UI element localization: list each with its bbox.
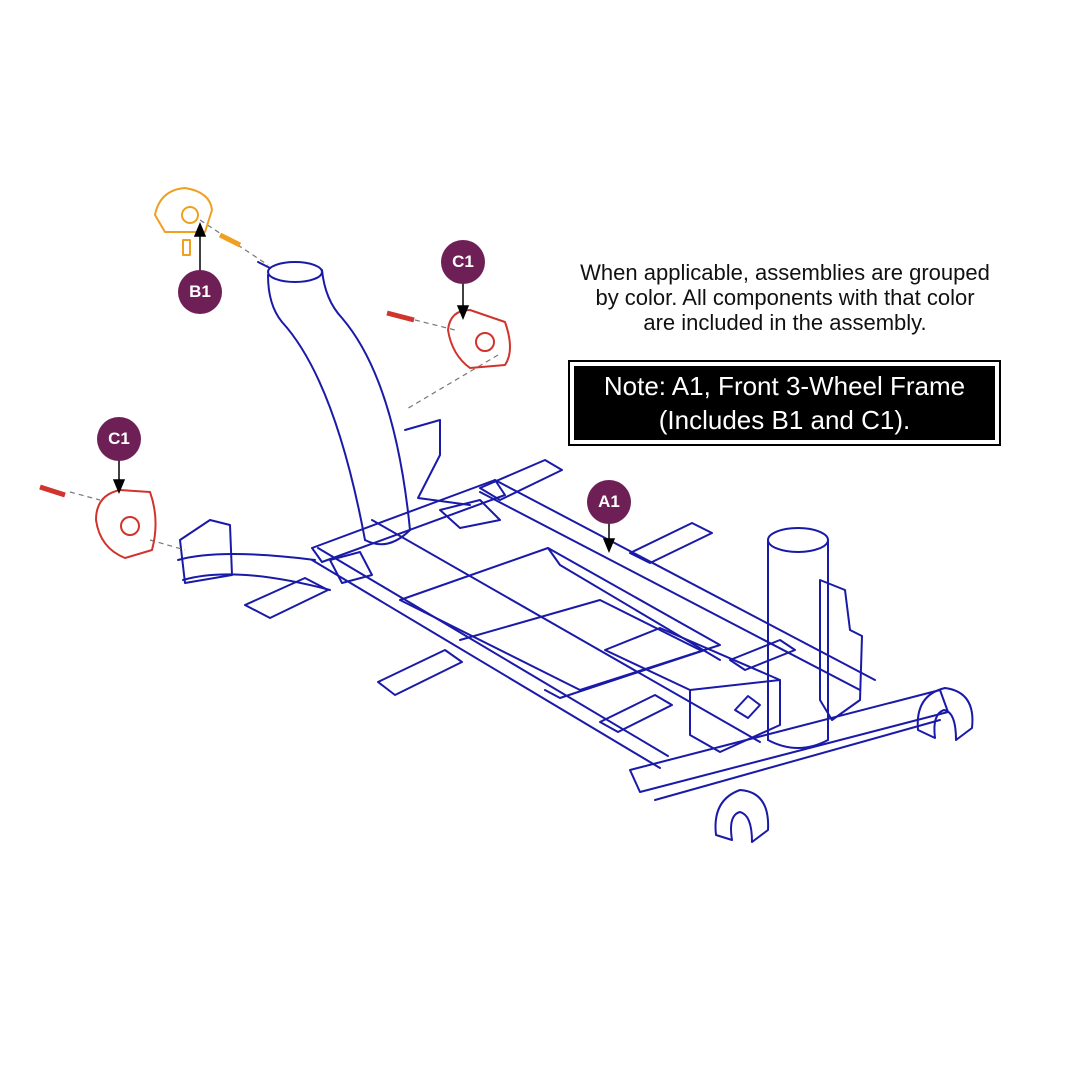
badge-b1: B1 [178, 270, 222, 314]
note-line-1: Note: A1, Front 3-Wheel Frame [603, 371, 966, 401]
leader-arrows [112, 222, 616, 553]
assembly-color-description: When applicable, assemblies are grouped … [580, 260, 990, 335]
frame-assembly-a1 [177, 261, 974, 843]
badge-c1-left: C1 [97, 417, 141, 461]
b1-component [154, 187, 242, 256]
c1-component-left [39, 484, 157, 559]
note-inner: Note: A1, Front 3-Wheel Frame (Includes … [574, 366, 995, 440]
note-box: Note: A1, Front 3-Wheel Frame (Includes … [568, 360, 1001, 446]
c1-component-top [386, 309, 511, 369]
badge-a1: A1 [587, 480, 631, 524]
note-line-2: (Includes B1 and C1). [658, 405, 911, 435]
badge-c1-top: C1 [441, 240, 485, 284]
